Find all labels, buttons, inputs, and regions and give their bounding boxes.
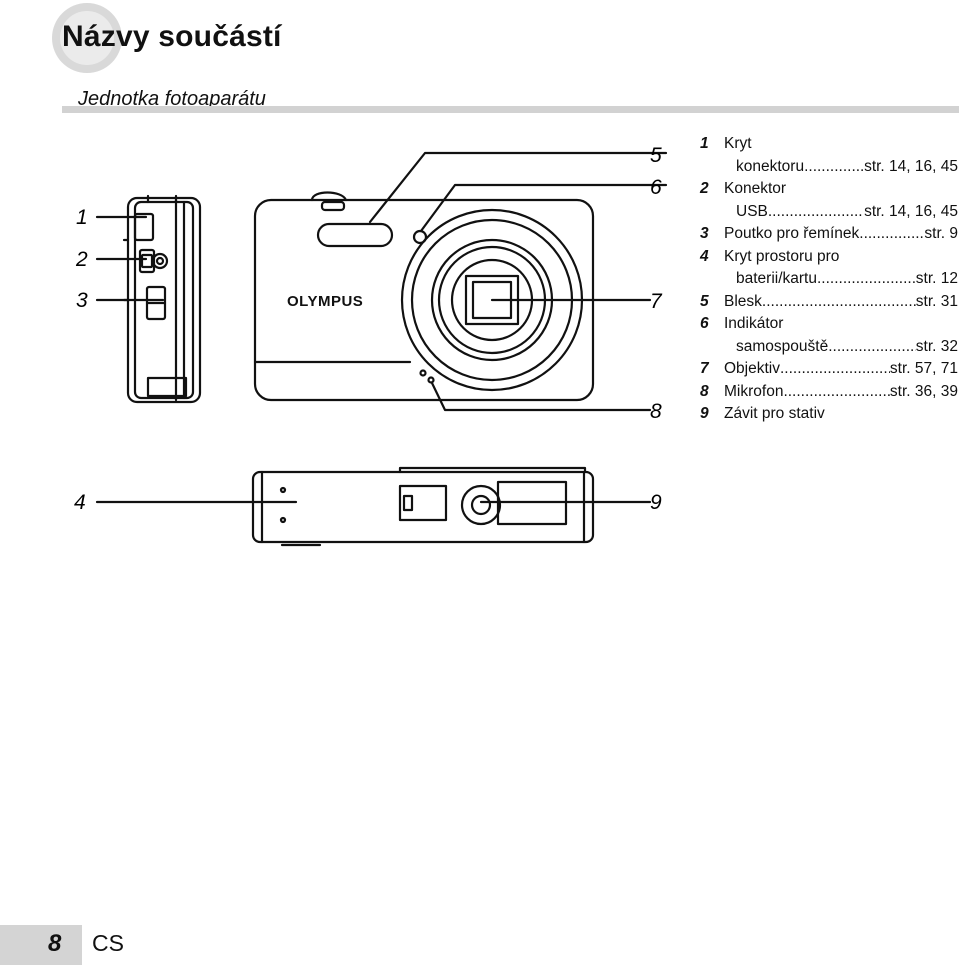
legend-item: 1 Kryt konektoru str. 14, 16, 45 (700, 133, 958, 178)
legend-item-page-ref: str. 32 (915, 337, 958, 355)
legend-item: 4 Kryt prostoru pro baterii/kartu str. 12 (700, 246, 958, 291)
camera-diagram: 1 2 3 4 5 6 7 8 9 OLYMPUS (74, 144, 668, 547)
dot-leader (817, 268, 916, 291)
legend-item-label: Kryt (724, 135, 752, 152)
legend-item-page-ref: str. 12 (915, 270, 958, 287)
page-title: Názvy součástí (62, 20, 282, 53)
legend-item-page-ref: str. 57, 71 (889, 360, 958, 377)
callout-1: 1 (76, 206, 88, 229)
legend-item: 6 Indikátor samospouště str. 32 (700, 313, 958, 358)
legend-item-line: Kryt prostoru pro (724, 246, 958, 269)
page-number-band (0, 925, 82, 965)
legend-item-number: 4 (700, 247, 709, 265)
legend-item-line: Poutko pro řemínek str. 9 (724, 223, 958, 246)
dot-leader (828, 336, 916, 359)
legend-item-page-ref: str. 14, 16, 45 (864, 202, 958, 220)
legend-item-label: Konektor (724, 180, 787, 197)
legend-item-line: samospouště str. 32 (724, 336, 958, 359)
callout-6: 6 (650, 176, 662, 199)
legend-item-line: USB str. 14, 16, 45 (724, 201, 958, 224)
legend-item-number: 2 (700, 180, 709, 197)
legend-item-number: 1 (700, 135, 709, 152)
parts-legend: 1 Kryt konektoru str. 14, 16, 45 2 KonektorUS… (700, 133, 958, 426)
legend-item-page-ref: str. 36, 39 (889, 382, 958, 400)
legend-item-number: 6 (700, 315, 709, 332)
brand-logo-text: OLYMPUS (287, 293, 363, 310)
dot-leader (768, 201, 864, 224)
legend-item-number: 8 (700, 382, 709, 400)
callout-5: 5 (650, 144, 662, 167)
legend-item-line: Objektiv str. 57, 71 (724, 358, 958, 381)
section-divider (62, 106, 959, 113)
title-badge-icon (52, 3, 122, 73)
legend-item-label: Kryt prostoru pro (724, 247, 840, 265)
legend-item-label: Mikrofon (724, 382, 784, 400)
legend-item: 9 Závit pro stativ (700, 403, 958, 426)
legend-item-label: konektoru (736, 157, 805, 175)
legend-item: 8 Mikrofon str. 36, 39 (700, 381, 958, 404)
legend-item-page-ref: str. 14, 16, 45 (864, 157, 958, 175)
section-title: Jednotka fotoaparátu (78, 88, 266, 110)
legend-item-line: Indikátor (724, 313, 958, 336)
camera-bottom-view (251, 466, 595, 547)
dot-leader (859, 223, 924, 246)
callout-9: 9 (650, 491, 662, 514)
legend-item-line: Kryt (724, 133, 958, 156)
legend-item-label: USB (736, 202, 768, 220)
legend-item-label: Závit pro stativ (724, 405, 825, 422)
camera-side-view (122, 194, 202, 404)
legend-item-line: konektoru str. 14, 16, 45 (724, 156, 958, 179)
legend-item-number: 5 (700, 292, 709, 310)
legend-item-label: Blesk (724, 292, 762, 310)
legend-item-line: baterii/kartu str. 12 (724, 268, 958, 291)
legend-item-number: 3 (700, 225, 709, 242)
legend-item-label: Objektiv (724, 360, 780, 377)
legend-item-line: Závit pro stativ (724, 403, 958, 426)
legend-item-label: Poutko pro řemínek (724, 225, 860, 242)
callout-4: 4 (74, 491, 86, 514)
callout-3: 3 (76, 289, 88, 312)
dot-leader (762, 291, 916, 314)
legend-item-line: Konektor (724, 178, 958, 201)
language-code: CS (92, 930, 124, 956)
legend-item-number: 9 (700, 405, 709, 422)
page-number: 8 (48, 930, 62, 957)
legend-item-line: Blesk str. 31 (724, 291, 958, 314)
legend-item-label: samospouště (736, 337, 829, 355)
legend-item: 5 Blesk str. 31 (700, 291, 958, 314)
legend-item-number: 7 (700, 360, 709, 377)
callout-lines (95, 151, 668, 504)
legend-item-line: Mikrofon str. 36, 39 (724, 381, 958, 404)
callout-8: 8 (650, 400, 662, 423)
legend-item-page-ref: str. 31 (915, 292, 958, 310)
legend-item: 3 Poutko pro řemínek str. 9 (700, 223, 958, 246)
legend-item-page-ref: str. 9 (924, 225, 958, 242)
callout-2: 2 (75, 248, 88, 271)
legend-item-label: Indikátor (724, 315, 784, 332)
legend-item: 7 Objektiv str. 57, 71 (700, 358, 958, 381)
dot-leader (780, 358, 890, 381)
legend-item-label: baterii/kartu (736, 270, 817, 287)
callout-7: 7 (650, 290, 663, 313)
dot-leader (783, 381, 889, 404)
dot-leader (804, 156, 864, 179)
